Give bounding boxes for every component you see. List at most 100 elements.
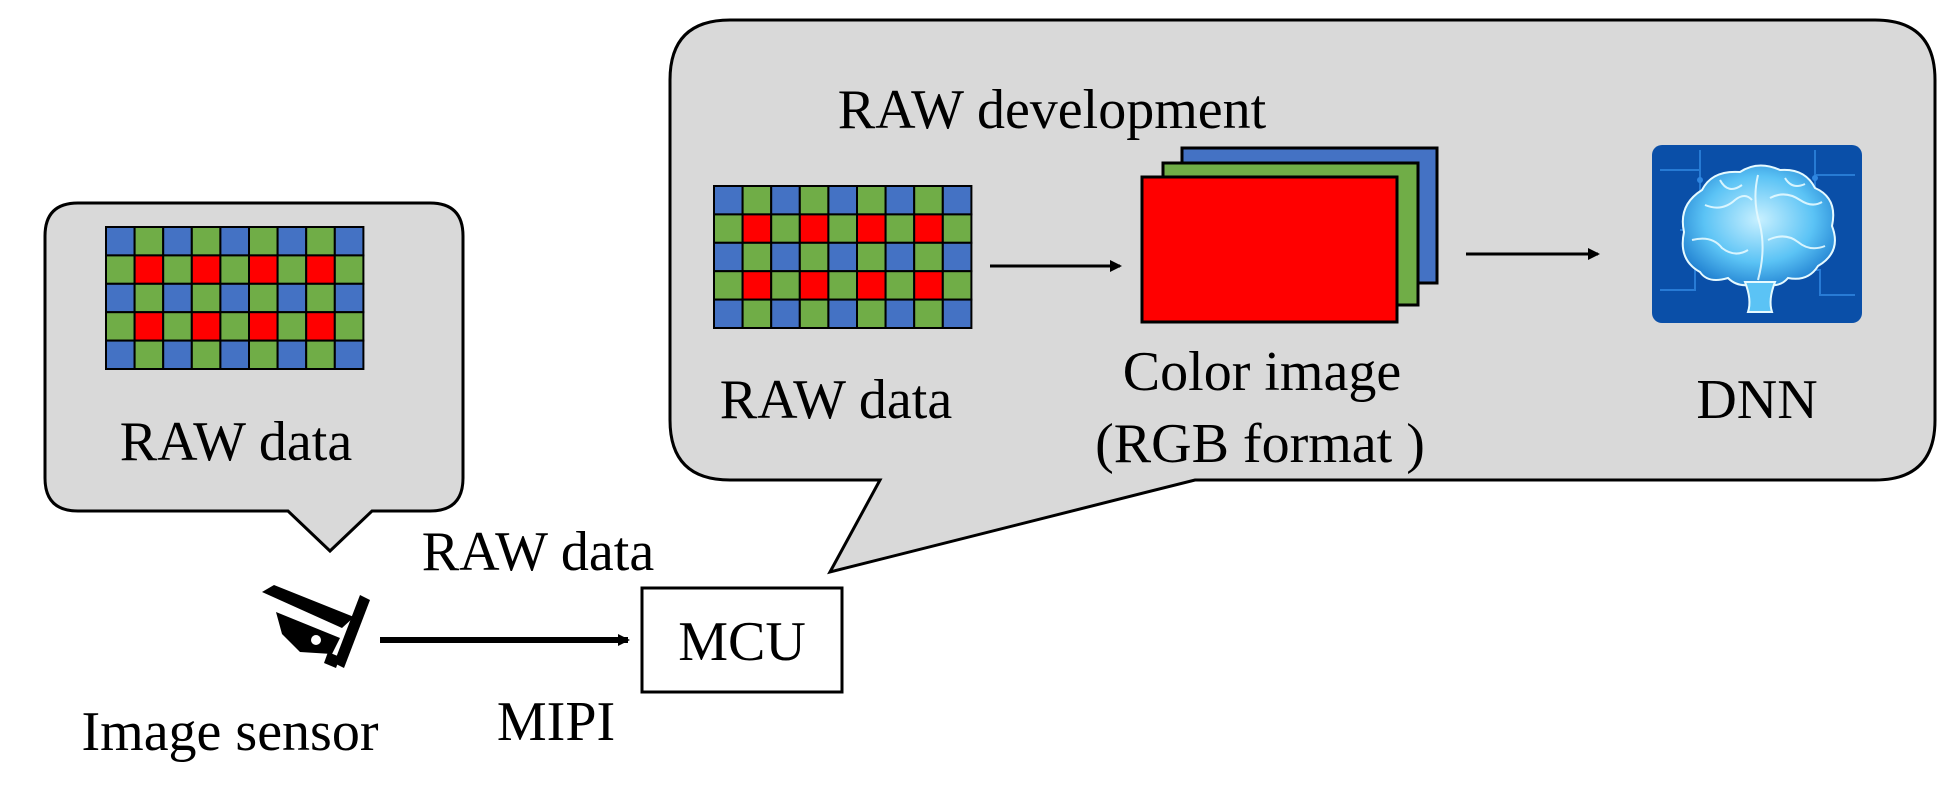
bayer-cell xyxy=(219,311,250,342)
bayer-cell xyxy=(248,339,279,371)
bayer-cell xyxy=(741,185,773,216)
bayer-cell xyxy=(798,241,830,273)
bayer-cell xyxy=(305,339,336,371)
bayer-cell xyxy=(133,282,165,314)
link-mipi-label: MIPI xyxy=(497,691,615,753)
bayer-cell xyxy=(219,226,250,257)
bayer-cell xyxy=(798,185,830,216)
bayer-cell xyxy=(798,270,830,301)
bayer-cell xyxy=(856,298,887,330)
bayer-cell xyxy=(827,298,859,330)
bayer-cell xyxy=(770,298,801,330)
bayer-cell xyxy=(248,282,279,314)
bayer-cell xyxy=(941,270,973,301)
bayer-grid-left xyxy=(105,226,365,371)
rgb-stack-icon xyxy=(1140,146,1439,324)
bayer-cell xyxy=(105,282,136,314)
bayer-cell xyxy=(276,254,308,285)
bayer-cell xyxy=(162,226,193,257)
rgb-format-label: (RGB format ) xyxy=(1095,413,1425,475)
bayer-cell xyxy=(133,226,165,257)
rgb-red-plane xyxy=(1140,175,1399,324)
bayer-cell xyxy=(713,298,744,330)
bayer-cell xyxy=(219,339,250,371)
bayer-cell xyxy=(884,270,916,301)
bayer-cell xyxy=(913,213,944,244)
bayer-cell xyxy=(884,185,916,216)
bayer-cell xyxy=(162,254,193,285)
bayer-cell xyxy=(333,282,365,314)
bayer-cell xyxy=(333,254,365,285)
bayer-cell xyxy=(190,282,222,314)
bayer-cell xyxy=(741,241,773,273)
bayer-cell xyxy=(248,254,279,285)
bayer-cell xyxy=(333,339,365,371)
bayer-cell xyxy=(770,270,801,301)
link-raw-data-label: RAW data xyxy=(422,521,655,583)
bayer-cell xyxy=(913,241,944,273)
bayer-cell xyxy=(276,311,308,342)
image-sensor-label: Image sensor xyxy=(81,701,378,763)
bayer-grid-right xyxy=(713,185,973,330)
bayer-cell xyxy=(913,298,944,330)
bayer-cell xyxy=(941,185,973,216)
bayer-cell xyxy=(798,213,830,244)
bayer-cell xyxy=(941,298,973,330)
bayer-cell xyxy=(133,339,165,371)
bayer-cell xyxy=(913,185,944,216)
bayer-cell xyxy=(162,339,193,371)
bayer-cell xyxy=(333,226,365,257)
bayer-cell xyxy=(884,298,916,330)
bayer-cell xyxy=(105,254,136,285)
bayer-cell xyxy=(305,226,336,257)
bayer-cell xyxy=(798,298,830,330)
bayer-cell xyxy=(333,311,365,342)
bayer-cell xyxy=(713,185,744,216)
bayer-cell xyxy=(827,241,859,273)
bayer-cell xyxy=(248,311,279,342)
bayer-cell xyxy=(856,185,887,216)
bayer-cell xyxy=(105,311,136,342)
mcu-label: MCU xyxy=(678,611,806,673)
raw-development-title: RAW development xyxy=(838,79,1267,141)
bayer-cell xyxy=(305,311,336,342)
bayer-cell xyxy=(741,213,773,244)
bayer-cell xyxy=(827,270,859,301)
bayer-cell xyxy=(105,226,136,257)
bayer-cell xyxy=(884,213,916,244)
bayer-cell xyxy=(162,311,193,342)
bayer-cell xyxy=(856,270,887,301)
bayer-cell xyxy=(941,213,973,244)
bayer-cell xyxy=(741,298,773,330)
bayer-cell xyxy=(219,254,250,285)
mcu-box xyxy=(640,586,844,694)
bayer-cell xyxy=(913,270,944,301)
security-camera-icon xyxy=(262,585,370,668)
bayer-cell xyxy=(190,311,222,342)
bayer-cell xyxy=(162,282,193,314)
bayer-cell xyxy=(105,339,136,371)
bayer-cell xyxy=(941,241,973,273)
dnn-label: DNN xyxy=(1696,369,1817,431)
left-bubble-label: RAW data xyxy=(120,411,353,473)
bayer-cell xyxy=(133,254,165,285)
bayer-cell xyxy=(827,213,859,244)
bayer-cell xyxy=(276,339,308,371)
color-image-label: Color image xyxy=(1123,341,1401,403)
right-raw-data-label: RAW data xyxy=(720,369,953,431)
bayer-cell xyxy=(276,282,308,314)
bayer-cell xyxy=(741,270,773,301)
bayer-cell xyxy=(827,185,859,216)
bayer-cell xyxy=(248,226,279,257)
bayer-cell xyxy=(133,311,165,342)
bayer-cell xyxy=(770,185,801,216)
bayer-cell xyxy=(713,270,744,301)
bayer-cell xyxy=(713,241,744,273)
bayer-cell xyxy=(884,241,916,273)
bayer-cell xyxy=(856,241,887,273)
bayer-cell xyxy=(190,339,222,371)
bayer-cell xyxy=(276,226,308,257)
bayer-cell xyxy=(190,254,222,285)
